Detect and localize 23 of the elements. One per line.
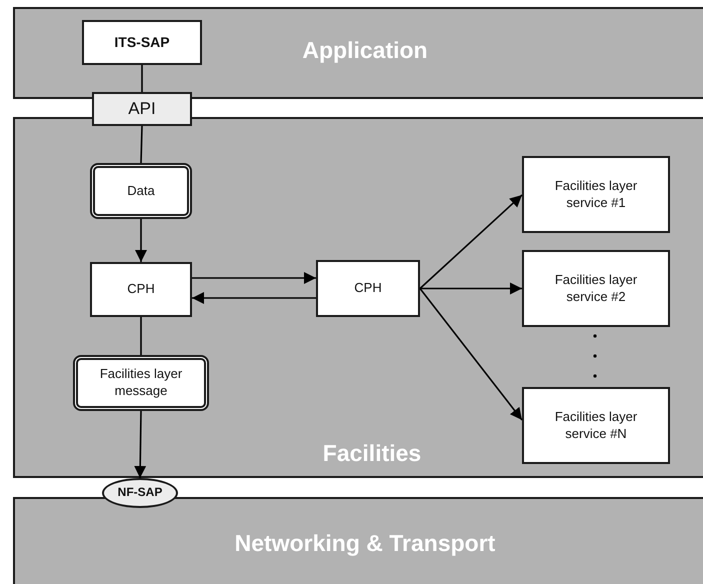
- layer-band: [13, 7, 703, 99]
- interface-box: ITS-SAP: [82, 20, 202, 65]
- interface-ellipse: NF-SAP: [102, 478, 178, 508]
- data-box: Data: [90, 163, 192, 219]
- arrow: [419, 288, 523, 420]
- arrow: [192, 292, 316, 304]
- arrow: [420, 282, 522, 294]
- arrow: [135, 219, 147, 262]
- arrow: [134, 410, 146, 478]
- process-box: CPH: [316, 260, 420, 317]
- layer-band: [13, 497, 703, 584]
- arrow: [192, 272, 316, 284]
- process-box: Facilities layer service #1: [522, 156, 670, 233]
- process-box: CPH: [90, 262, 192, 317]
- process-box: Facilities layer service #N: [522, 387, 670, 464]
- layer-title: Application: [302, 37, 428, 64]
- layer-title: Facilities: [322, 440, 422, 467]
- layer-band: [13, 117, 703, 478]
- interface-box: API: [92, 92, 192, 126]
- process-box: Facilities layer service #2: [522, 250, 670, 327]
- data-box: Facilities layer message: [73, 355, 209, 411]
- layer-title: Networking & Transport: [234, 530, 496, 557]
- arrow: [419, 194, 523, 290]
